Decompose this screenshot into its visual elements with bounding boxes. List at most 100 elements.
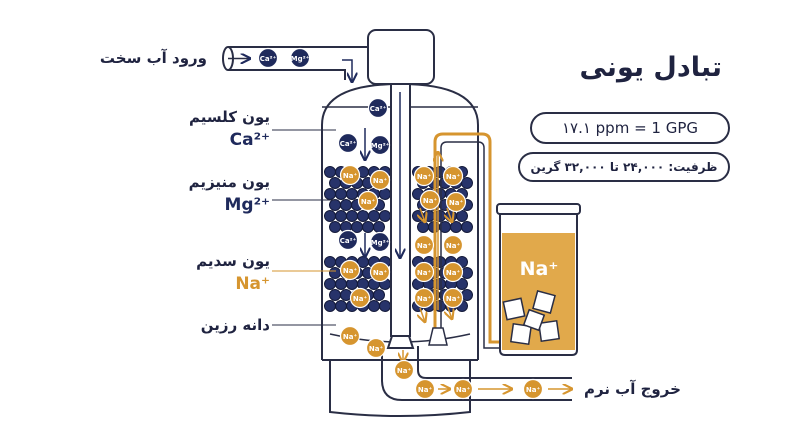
ion-symbol: Na⁺ — [417, 173, 432, 181]
resin-bead — [362, 221, 374, 233]
na-ion: Na⁺ — [442, 287, 464, 309]
capacity-badge: ظرفیت: ۲۴,۰۰۰ تا ۳۲,۰۰۰ گرین — [518, 152, 730, 182]
magnesium-label: یون منیزیم — [188, 173, 270, 191]
control-valve-head — [367, 29, 435, 85]
resin-bead — [368, 300, 380, 312]
na-ion: Na⁺ — [357, 190, 379, 212]
resin-bead — [461, 289, 473, 301]
inlet-pipe — [222, 46, 370, 82]
resin-bead — [379, 300, 391, 312]
outlet-pipe — [381, 346, 572, 401]
outlet-label: خروج آب نرم — [584, 380, 681, 398]
ion-symbol: Na⁺ — [456, 386, 471, 394]
resin-bead — [461, 221, 473, 233]
ions: Ca²⁺Mg²⁺Ca²⁺Ca²⁺Mg²⁺Na⁺Na⁺Na⁺Na⁺Na⁺Na⁺Na… — [257, 47, 544, 400]
na-ion: Na⁺ — [419, 189, 441, 211]
brine-tank-label: Na⁺ — [520, 258, 559, 280]
resin-bead — [357, 210, 369, 222]
resin-bead — [329, 267, 341, 279]
resin-bead — [324, 188, 336, 200]
resin-bead — [329, 289, 341, 301]
resin-label: دانه رزین — [200, 316, 270, 334]
na-ion: Na⁺ — [442, 234, 464, 256]
resin-bead — [417, 221, 429, 233]
resin-bead — [324, 300, 336, 312]
mg-ion: Mg²⁺ — [369, 231, 391, 253]
ion-symbol: Na⁺ — [343, 267, 358, 275]
ion-symbol: Na⁺ — [446, 295, 461, 303]
resin-bead — [324, 210, 336, 222]
resin-bead — [329, 199, 341, 211]
na-ion: Na⁺ — [369, 261, 391, 283]
na-ion: Na⁺ — [339, 259, 361, 281]
resin-bead — [340, 289, 352, 301]
resin-bead — [373, 289, 385, 301]
resin-bead — [461, 177, 473, 189]
ion-symbol: Mg²⁺ — [291, 55, 310, 63]
ion-symbol: Na⁺ — [417, 295, 432, 303]
ion-symbol: Na⁺ — [369, 345, 384, 353]
na-ion: Na⁺ — [413, 287, 435, 309]
resin-bead — [329, 221, 341, 233]
resin-bead — [423, 210, 435, 222]
na-ion: Na⁺ — [369, 169, 391, 191]
resin-bead — [335, 210, 347, 222]
resin-bead — [461, 267, 473, 279]
ion-symbol: Na⁺ — [417, 269, 432, 277]
salt-cubes — [502, 290, 561, 346]
ion-symbol: Na⁺ — [446, 269, 461, 277]
na-ion: Na⁺ — [522, 378, 544, 400]
ca-ion: Ca²⁺ — [367, 97, 389, 119]
ion-symbol: Na⁺ — [446, 173, 461, 181]
ion-symbol: Na⁺ — [418, 386, 433, 394]
resin-bead — [335, 278, 347, 290]
ion-symbol: Na⁺ — [446, 242, 461, 250]
resin-bead — [351, 221, 363, 233]
ion-symbol: Na⁺ — [361, 198, 376, 206]
sodium-label: یون سدیم — [196, 252, 270, 270]
conversion-badge: ۱۷.۱ ppm = 1 GPG — [530, 112, 730, 144]
resin-bead — [346, 278, 358, 290]
resin-bead — [335, 188, 347, 200]
resin-bead — [379, 210, 391, 222]
resin-bead — [456, 278, 468, 290]
na-ion: Na⁺ — [339, 164, 361, 186]
na-ion: Na⁺ — [393, 359, 415, 381]
ion-symbol: Na⁺ — [373, 269, 388, 277]
resin-bead — [368, 210, 380, 222]
na-ion: Na⁺ — [365, 337, 387, 359]
na-ion: Na⁺ — [413, 165, 435, 187]
resin-bead — [335, 300, 347, 312]
resin-bead — [340, 199, 352, 211]
resin-bead — [329, 177, 341, 189]
ion-symbol: Na⁺ — [343, 172, 358, 180]
resin-bead — [324, 166, 336, 178]
na-ion: Na⁺ — [442, 165, 464, 187]
brine-tank — [496, 203, 581, 356]
mg-ion: Mg²⁺ — [369, 134, 391, 156]
na-ion: Na⁺ — [413, 261, 435, 283]
calcium-label: یون کلسیم — [188, 108, 270, 126]
na-ion: Na⁺ — [349, 287, 371, 309]
ion-symbol: Ca²⁺ — [340, 237, 357, 245]
resin-bead — [456, 210, 468, 222]
resin-bead — [324, 256, 336, 268]
brine-line — [428, 132, 500, 349]
central-riser-pipe — [386, 83, 415, 349]
na-ion: Na⁺ — [452, 378, 474, 400]
ion-symbol: Ca²⁺ — [370, 105, 387, 113]
na-ion: Na⁺ — [445, 191, 467, 213]
ion-symbol: Ca²⁺ — [340, 140, 357, 148]
resin-bead — [346, 210, 358, 222]
ion-symbol: Na⁺ — [353, 295, 368, 303]
inlet-label: ورود آب سخت — [99, 49, 207, 67]
magnesium-symbol: Mg²⁺ — [224, 195, 270, 215]
ion-symbol: Mg²⁺ — [371, 142, 390, 150]
na-ion: Na⁺ — [442, 261, 464, 283]
resin-bead — [379, 188, 391, 200]
resin-bead — [324, 278, 336, 290]
leader-lines — [272, 129, 336, 326]
ion-symbol: Na⁺ — [449, 199, 464, 207]
resin-bead — [450, 221, 462, 233]
